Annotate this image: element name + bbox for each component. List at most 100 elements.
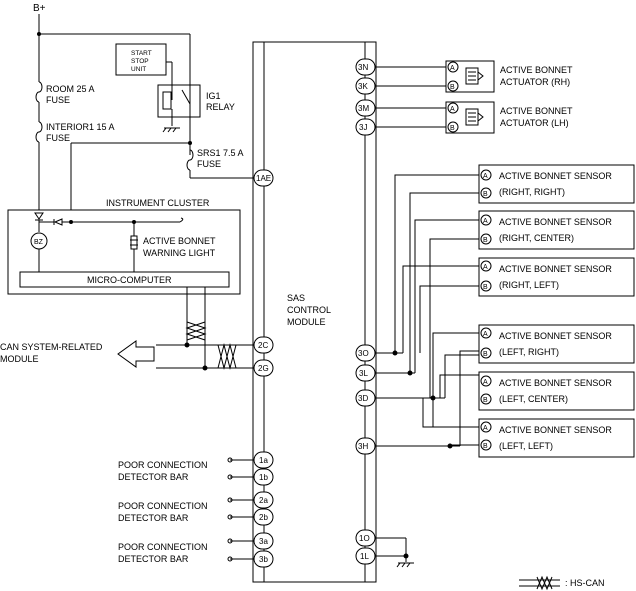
srs-fuse-symbol [186, 149, 194, 171]
actuator-lh-pin-b [447, 121, 459, 133]
sensor-1-pin-a-label: A [483, 173, 488, 180]
sensor-6-pin-a-label: A [483, 425, 488, 432]
ig1-relay-label-1: IG1 [206, 91, 221, 101]
micro-computer-box [19, 271, 230, 288]
terminal-label-3a: 3a [259, 537, 268, 546]
sensor-4-pin-b [480, 347, 492, 359]
legend-twisted-pair-icon [536, 575, 553, 591]
sensor-5-line-1: ACTIVE BONNET SENSOR [499, 378, 612, 388]
sensor-2-line-2: (RIGHT, CENTER) [499, 233, 574, 243]
actuator-lh-pin-b-label: B [450, 125, 455, 132]
sensor-6-pin-a [480, 421, 492, 433]
terminal-2b [253, 508, 274, 526]
sas-name-2: CONTROL [287, 305, 331, 315]
terminal-label-3n: 3N [358, 63, 368, 72]
terminal-1l [355, 547, 376, 565]
actuator-rh-pin-b-label: B [450, 84, 455, 91]
can-module-label-2: MODULE [0, 354, 39, 364]
legend-label: : HS-CAN [565, 578, 605, 588]
actuator-rh-box [445, 60, 495, 93]
actuator-rh-pin-b [447, 80, 459, 92]
sensor-1-line-2: (RIGHT, RIGHT) [499, 187, 565, 197]
sensor-3-pin-b [480, 280, 492, 292]
sensor-right-left-box [478, 257, 635, 297]
sensor-3-pin-a-label: A [483, 264, 488, 271]
sensor-right-center-box [478, 210, 635, 250]
terminal-1a [253, 451, 274, 469]
sensor-6-line-1: ACTIVE BONNET SENSOR [499, 425, 612, 435]
room-fuse-label-1: ROOM 25 A [46, 84, 95, 94]
actuator-lh-pin-a [447, 102, 459, 114]
terminal-label-3o: 3O [358, 349, 369, 358]
buzzer-label: BZ [34, 239, 44, 246]
sensor-3-line-1: ACTIVE BONNET SENSOR [499, 264, 612, 274]
start-stop-label-1: START [131, 50, 152, 57]
detector-bar-1-line-2: DETECTOR BAR [118, 472, 189, 482]
terminal-2a [253, 491, 274, 509]
sensor-5-pin-b [480, 393, 492, 405]
sensor-2-pin-a [480, 214, 492, 226]
terminal-1b [253, 468, 274, 486]
sensor-5-pin-a-label: A [483, 379, 488, 386]
sensor-2-pin-a-label: A [483, 218, 488, 225]
terminal-label-1a: 1a [259, 456, 268, 465]
terminal-1o [355, 529, 376, 547]
ig1-relay-box [157, 84, 201, 118]
sensor-6-pin-b-label: B [483, 443, 488, 450]
interior-fuse-symbol [35, 121, 43, 143]
detector-bar-2-line-2: DETECTOR BAR [118, 513, 189, 523]
terminal-label-2g: 2G [258, 364, 269, 373]
terminal-label-1b: 1b [259, 473, 268, 482]
terminal-label-3b: 3b [259, 555, 268, 564]
terminal-label-3k: 3K [358, 82, 368, 91]
terminal-3d [355, 389, 376, 407]
terminal-3l [355, 364, 376, 382]
micro-computer-label: MICRO-COMPUTER [87, 275, 172, 285]
terminal-label-2b: 2b [259, 513, 268, 522]
terminal-label-3j: 3J [359, 123, 367, 132]
interior-fuse-label-2: FUSE [46, 133, 70, 143]
diode-one [34, 212, 44, 221]
sensor-1-pin-a [480, 169, 492, 181]
warning-light-label-1: ACTIVE BONNET [143, 236, 216, 246]
sensor-right-right-box [478, 164, 635, 204]
terminal-label-3m: 3M [358, 104, 369, 113]
ig1-relay-label-2: RELAY [206, 102, 235, 112]
diode-two [53, 218, 63, 226]
terminal-label-3h: 3H [358, 442, 368, 451]
actuator-lh-line-2: ACTUATOR (LH) [500, 118, 569, 128]
start-stop-label-2: STOP [131, 58, 149, 65]
sensor-left-center-box [478, 371, 635, 411]
warning-light-label-2: WARNING LIGHT [143, 248, 216, 258]
terminal-3h [355, 437, 376, 455]
sensor-3-pin-a [480, 260, 492, 272]
detector-bar-1-line-1: POOR CONNECTION [118, 460, 208, 470]
sensor-2-pin-b-label: B [483, 237, 488, 244]
terminal-label-2c: 2C [258, 341, 268, 350]
terminal-label-3d: 3D [358, 394, 368, 403]
actuator-lh-line-1: ACTIVE BONNET [500, 106, 573, 116]
sensor-2-pin-b [480, 233, 492, 245]
actuator-rh-line-2: ACTUATOR (RH) [500, 77, 570, 87]
sas-name-3: MODULE [287, 317, 326, 327]
cluster-twisted-pair [185, 321, 207, 341]
instrument-cluster-title: INSTRUMENT CLUSTER [106, 198, 210, 208]
terminal-label-1ae: 1AE [256, 174, 271, 183]
power-label: B+ [33, 3, 46, 14]
room-fuse-label-2: FUSE [46, 95, 70, 105]
sensor-5-pin-a [480, 375, 492, 387]
terminal-2c [253, 336, 274, 354]
can-arrow-icon [117, 340, 155, 368]
terminal-label-3l: 3L [359, 369, 368, 378]
sensor-1-line-1: ACTIVE BONNET SENSOR [499, 171, 612, 181]
sensor-4-pin-b-label: B [483, 351, 488, 358]
actuator-rh-pin-a [447, 61, 459, 73]
can-twisted-pair [217, 343, 237, 370]
terminal-3o [355, 344, 376, 362]
sensor-1-pin-b [480, 187, 492, 199]
terminal-3n [355, 58, 376, 76]
room-fuse-symbol [35, 81, 43, 103]
sensor-3-pin-b-label: B [483, 284, 488, 291]
warning-light-symbol [130, 235, 138, 250]
